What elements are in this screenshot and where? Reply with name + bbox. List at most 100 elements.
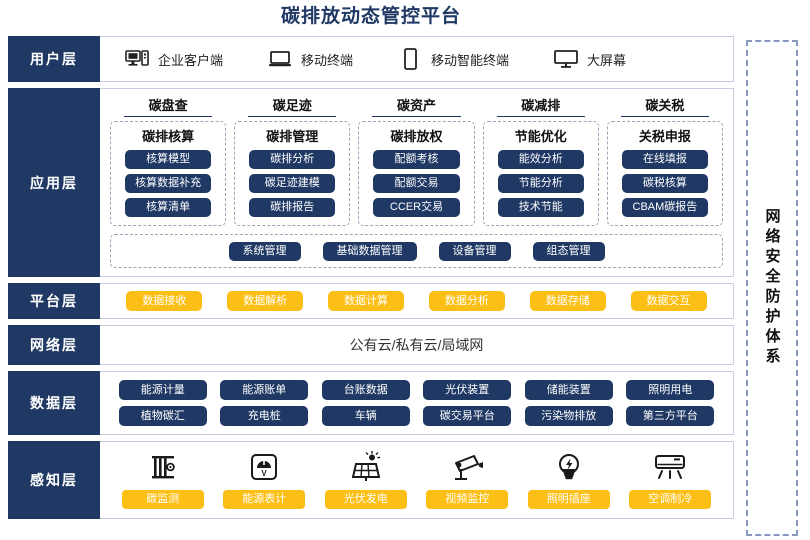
data-source-row: 植物碳汇 充电桩 车辆 碳交易平台 污染物排放 第三方平台 xyxy=(112,406,721,426)
application-feature-pill[interactable]: 核算清单 xyxy=(125,198,212,217)
layer-body-application: 碳盘查 碳排核算 核算模型 核算数据补充 核算清单 碳足迹 碳排管理 碳排分析 xyxy=(100,89,733,276)
layer-data: 数据层 能源计量 能源账单 台账数据 光伏装置 储能装置 照明用电 植物碳汇 充… xyxy=(8,371,734,435)
data-pill-vehicle[interactable]: 车辆 xyxy=(321,406,410,426)
layer-application: 应用层 碳盘查 碳排核算 核算模型 核算数据补充 核算清单 碳足迹 xyxy=(8,88,734,277)
layer-label-platform: 平台层 xyxy=(8,283,100,319)
application-feature-pill[interactable]: 碳税核算 xyxy=(621,174,709,193)
platform-pill-data-analysis[interactable]: 数据分析 xyxy=(428,291,505,311)
application-feature-pill[interactable]: CCER交易 xyxy=(373,198,460,217)
sense-device-lighting[interactable]: 照明插座 xyxy=(523,449,615,509)
application-feature-pill[interactable]: 节能分析 xyxy=(497,174,584,193)
layer-label-network: 网络层 xyxy=(8,325,100,365)
data-pill-third-party-platform[interactable]: 第三方平台 xyxy=(626,406,715,426)
application-column-carbon-inventory: 碳盘查 碳排核算 核算模型 核算数据补充 核算清单 xyxy=(110,95,227,226)
layer-label-data: 数据层 xyxy=(8,371,100,435)
svg-text:V: V xyxy=(262,469,268,478)
application-feature-pill[interactable]: 核算数据补充 xyxy=(125,174,212,193)
platform-pill-data-storage[interactable]: 数据存储 xyxy=(529,291,606,311)
application-column-group: 碳盘查 碳排核算 核算模型 核算数据补充 核算清单 碳足迹 碳排管理 碳排分析 xyxy=(110,95,724,226)
application-module-box: 碳排核算 核算模型 核算数据补充 核算清单 xyxy=(110,121,227,226)
application-module-box: 碳排管理 碳排分析 碳足迹建模 碳排报告 xyxy=(234,121,351,226)
application-feature-pill[interactable]: CBAM碳报告 xyxy=(621,198,709,217)
layer-body-network: 公有云/私有云/局域网 xyxy=(100,326,733,364)
platform-pill-data-receive[interactable]: 数据接收 xyxy=(126,291,203,311)
application-feature-pill[interactable]: 碳排报告 xyxy=(249,198,336,217)
sense-device-label: 光伏发电 xyxy=(324,490,407,509)
sense-device-label: 能源表计 xyxy=(223,490,306,509)
platform-pill-data-compute[interactable]: 数据计算 xyxy=(328,291,405,311)
layer-label-user: 用户层 xyxy=(8,36,100,82)
application-column-carbon-asset: 碳资产 碳排放权 配额考核 配额交易 CCER交易 xyxy=(358,95,475,226)
application-feature-pill[interactable]: 配额交易 xyxy=(373,174,460,193)
user-terminal-label: 大屏幕 xyxy=(587,52,627,68)
data-pill-ledger-data[interactable]: 台账数据 xyxy=(321,380,410,400)
user-terminal-smart-mobile[interactable]: 移动智能终端 xyxy=(397,47,509,71)
management-pill-system[interactable]: 系统管理 xyxy=(228,241,301,261)
application-column-title: 碳资产 xyxy=(372,95,461,117)
application-feature-pill[interactable]: 碳足迹建模 xyxy=(249,174,336,193)
management-pill-configuration[interactable]: 组态管理 xyxy=(532,241,605,261)
energy-meter-icon: V xyxy=(248,449,280,485)
user-terminal-label: 企业客户端 xyxy=(158,52,224,68)
data-pill-carbon-trading-platform[interactable]: 碳交易平台 xyxy=(423,406,512,426)
layer-label-sense: 感知层 xyxy=(8,441,100,519)
data-pill-charging-pile[interactable]: 充电桩 xyxy=(220,406,309,426)
application-column-carbon-footprint: 碳足迹 碳排管理 碳排分析 碳足迹建模 碳排报告 xyxy=(234,95,351,226)
application-module-title: 碳排放权 xyxy=(390,129,443,144)
sense-device-air-conditioner[interactable]: 空调制冷 xyxy=(624,449,716,509)
sense-device-label: 照明插座 xyxy=(527,490,610,509)
layer-sense: 感知层 xyxy=(8,441,734,519)
management-pill-device[interactable]: 设备管理 xyxy=(438,241,511,261)
sense-device-label: 碳监测 xyxy=(121,490,204,509)
data-pill-storage-device[interactable]: 储能装置 xyxy=(524,380,613,400)
sense-device-energy-meter[interactable]: V 能源表计 xyxy=(218,449,310,509)
network-description: 公有云/私有云/局域网 xyxy=(349,337,484,353)
user-terminal-large-screen[interactable]: 大屏幕 xyxy=(553,47,626,71)
sense-device-solar[interactable]: 光伏发电 xyxy=(320,449,412,509)
application-management-bar: 系统管理 基础数据管理 设备管理 组态管理 xyxy=(110,234,723,268)
layer-network: 网络层 公有云/私有云/局域网 xyxy=(8,325,734,365)
sense-device-carbon-monitor[interactable]: 碳监测 xyxy=(117,449,209,509)
user-terminal-mobile[interactable]: 移动终端 xyxy=(267,47,353,71)
application-module-title: 碳排核算 xyxy=(142,129,195,144)
user-terminal-label: 移动终端 xyxy=(301,52,354,68)
data-pill-pv-device[interactable]: 光伏装置 xyxy=(423,380,512,400)
user-terminal-list: 企业客户端 移动终端 xyxy=(100,37,733,81)
layer-body-sense: 碳监测 V 能源表计 xyxy=(100,442,733,518)
platform-capability-list: 数据接收 数据解析 数据计算 数据分析 数据存储 数据交互 xyxy=(100,284,733,318)
data-pill-energy-bill[interactable]: 能源账单 xyxy=(220,380,309,400)
data-pill-lighting-power[interactable]: 照明用电 xyxy=(626,380,715,400)
sense-device-cctv[interactable]: 视频监控 xyxy=(421,449,513,509)
data-source-row: 能源计量 能源账单 台账数据 光伏装置 储能装置 照明用电 xyxy=(112,380,721,400)
application-column-title: 碳减排 xyxy=(496,95,585,117)
application-module-title: 节能优化 xyxy=(514,129,567,144)
data-pill-energy-metering[interactable]: 能源计量 xyxy=(118,380,207,400)
light-bulb-icon xyxy=(554,449,584,485)
platform-pill-data-exchange[interactable]: 数据交互 xyxy=(630,291,707,311)
application-feature-pill[interactable]: 配额考核 xyxy=(373,150,460,169)
application-feature-pill[interactable]: 核算模型 xyxy=(125,150,212,169)
data-pill-pollutant-emission[interactable]: 污染物排放 xyxy=(524,406,613,426)
application-feature-pill[interactable]: 在线填报 xyxy=(621,150,709,169)
layer-user: 用户层 xyxy=(8,36,734,82)
application-feature-pill[interactable]: 碳排分析 xyxy=(249,150,336,169)
security-sidebar: 网络安全防护体系 xyxy=(746,40,798,536)
application-module-title: 关税申报 xyxy=(638,129,691,144)
management-pill-basic-data[interactable]: 基础数据管理 xyxy=(322,241,417,261)
user-terminal-label: 移动智能终端 xyxy=(431,52,510,68)
layer-body-platform: 数据接收 数据解析 数据计算 数据分析 数据存储 数据交互 xyxy=(100,284,733,318)
application-feature-pill[interactable]: 能效分析 xyxy=(497,150,584,169)
page-title: 碳排放动态管控平台 xyxy=(280,6,461,27)
application-column-carbon-tariff: 碳关税 关税申报 在线填报 碳税核算 CBAM碳报告 xyxy=(606,95,724,226)
laptop-icon xyxy=(267,47,293,71)
solar-panel-icon xyxy=(349,449,383,485)
application-module-box: 节能优化 能效分析 节能分析 技术节能 xyxy=(482,121,599,226)
application-feature-pill[interactable]: 技术节能 xyxy=(497,198,584,217)
user-terminal-enterprise-client[interactable]: 企业客户端 xyxy=(124,47,223,71)
layer-label-application: 应用层 xyxy=(8,88,100,277)
carbon-monitor-icon xyxy=(147,449,179,485)
application-module-box: 碳排放权 配额考核 配额交易 CCER交易 xyxy=(358,121,475,226)
platform-pill-data-parse[interactable]: 数据解析 xyxy=(227,291,304,311)
data-pill-plant-carbon-sink[interactable]: 植物碳汇 xyxy=(118,406,207,426)
